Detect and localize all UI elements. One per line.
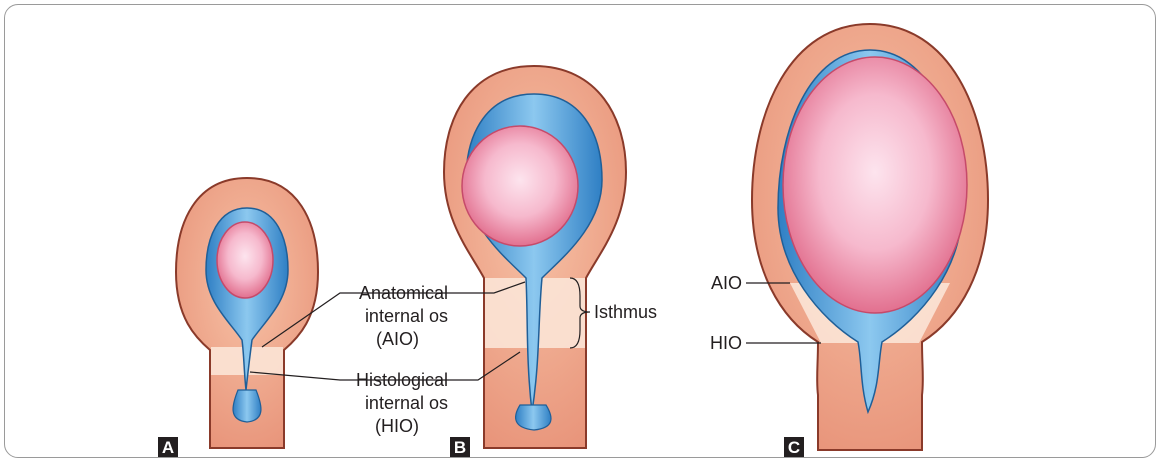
hio-label-line3: (HIO)	[375, 416, 419, 436]
panel-a-fetal-sac	[217, 222, 273, 298]
aio-label-line3: (AIO)	[376, 329, 419, 349]
isthmus-label: Isthmus	[594, 302, 657, 322]
aio-label-line1: Anatomical	[359, 283, 448, 303]
panel-b-badge-label: B	[454, 438, 466, 457]
panel-b-canal	[516, 405, 551, 430]
panel-c-fetal-sac	[783, 57, 967, 313]
hio-label-line2: internal os	[365, 393, 448, 413]
panel-c-uterus	[752, 24, 988, 450]
hio-label-line1: Histological	[356, 370, 448, 390]
panel-b-uterus	[444, 66, 626, 448]
panel-c-badge: C	[784, 437, 804, 457]
hio-short-label: HIO	[710, 333, 742, 353]
aio-label-line2: internal os	[365, 306, 448, 326]
panel-a-badge-label: A	[162, 438, 174, 457]
panel-a-canal	[233, 390, 261, 422]
panel-a-uterus	[176, 178, 318, 448]
panel-c-badge-label: C	[788, 438, 800, 457]
panel-b-badge: B	[450, 437, 470, 457]
aio-short-label: AIO	[711, 273, 742, 293]
panel-a-badge: A	[158, 437, 178, 457]
panel-b-fetal-sac	[462, 126, 578, 246]
